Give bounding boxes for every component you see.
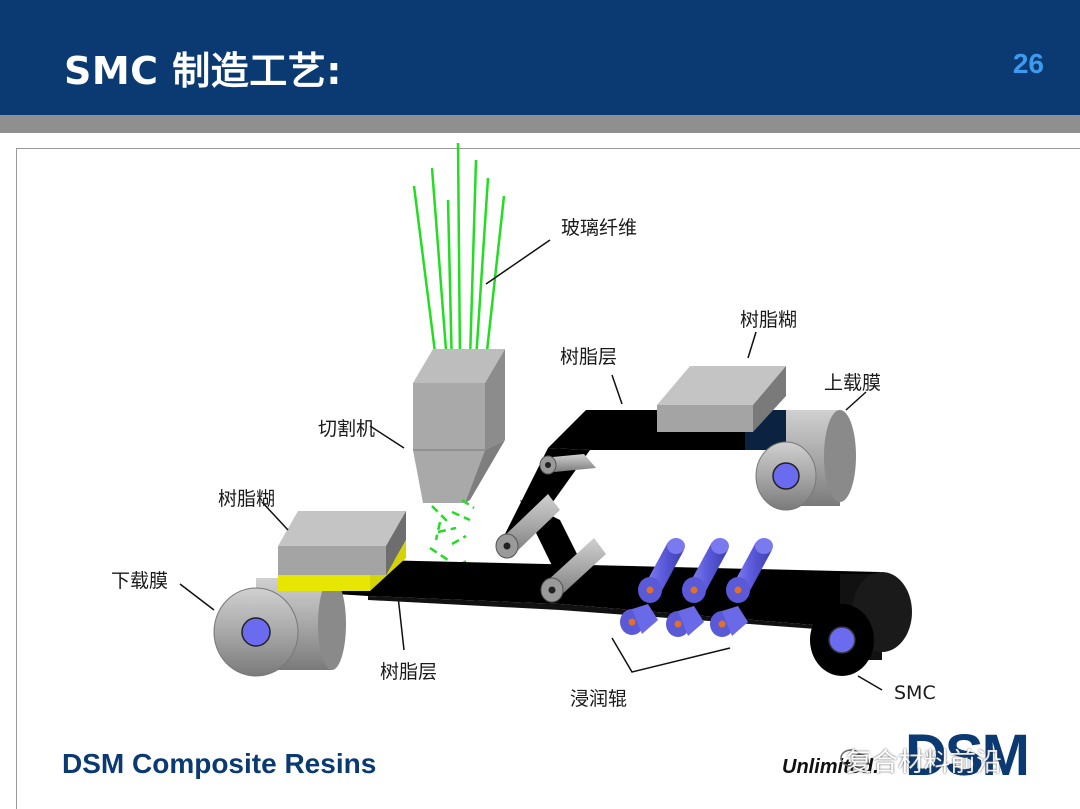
resin-paste-box-right xyxy=(657,366,786,432)
dsm-logo: DSM xyxy=(905,723,1030,788)
guide-rollers xyxy=(495,454,606,603)
watermark: 复合材料前沿 xyxy=(846,748,1003,778)
leader-impregnation-rollers xyxy=(611,637,731,673)
smc-roll xyxy=(810,572,912,676)
leader-glass-fiber xyxy=(485,239,551,285)
leader-resin-paste-right xyxy=(747,331,757,359)
label-smc: SMC xyxy=(894,682,936,704)
impregnation-rollers xyxy=(620,538,773,637)
label-resin-layer-bottom: 树脂层 xyxy=(380,661,438,683)
slide-header xyxy=(0,0,1080,115)
label-upper-film: 上载膜 xyxy=(824,372,882,394)
label-resin-layer-top: 树脂层 xyxy=(560,346,618,368)
leader-resin-layer-top xyxy=(611,374,623,405)
leader-smc xyxy=(857,675,883,691)
leader-upper-film xyxy=(845,391,867,411)
page-number: 26 xyxy=(1012,48,1044,79)
cutter xyxy=(413,349,505,503)
resin-paste-box-left xyxy=(278,511,406,591)
label-lower-film: 下载膜 xyxy=(111,570,169,592)
upper-film-roll xyxy=(755,410,856,511)
slide-title: SMC 制造工艺: xyxy=(64,49,342,93)
header-divider xyxy=(0,115,1080,133)
label-resin-paste-left: 树脂糊 xyxy=(218,488,276,510)
leader-lower-film xyxy=(179,583,215,611)
leader-resin-paste-left xyxy=(261,501,289,531)
wechat-icon xyxy=(840,749,869,769)
lower-film-roll xyxy=(213,578,346,677)
label-impregnation-rollers: 浸润辊 xyxy=(570,688,628,710)
label-cutter: 切割机 xyxy=(318,418,376,440)
leader-cutter xyxy=(369,425,405,449)
diagram-frame xyxy=(16,148,1080,809)
footer-brand: DSM Composite Resins xyxy=(62,748,377,779)
leader-resin-layer-bottom xyxy=(397,595,405,651)
label-resin-paste-right: 树脂糊 xyxy=(740,309,798,331)
label-glass-fiber: 玻璃纤维 xyxy=(561,217,638,239)
glass-fibers xyxy=(412,142,506,377)
